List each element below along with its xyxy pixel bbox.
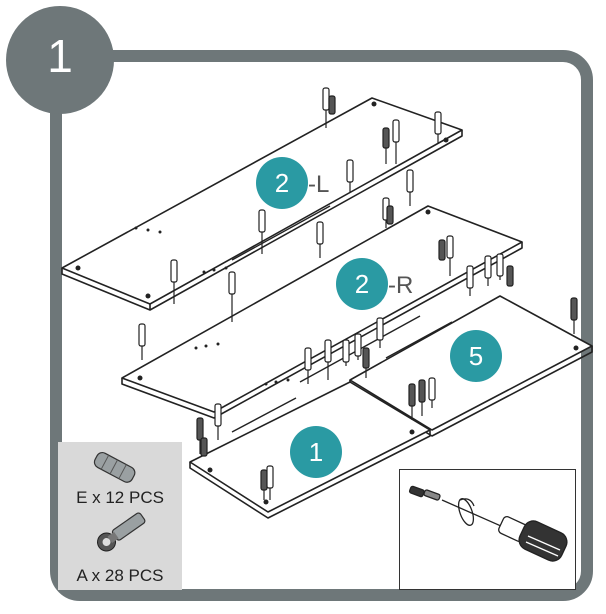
step-number: 1 (47, 30, 73, 82)
svg-text:1: 1 (309, 437, 323, 467)
step-frame (50, 50, 593, 601)
svg-text:2: 2 (355, 269, 369, 299)
screwdriver-icon (408, 485, 568, 562)
step-number-circle (6, 6, 114, 114)
badge-panel-1: 1 (290, 426, 342, 478)
svg-text:2: 2 (275, 168, 289, 198)
hardware-a-label: A x 28 PCS (76, 566, 164, 585)
badge-panel-2l: 2 -L (256, 157, 329, 209)
svg-text:-L: -L (308, 171, 329, 198)
svg-text:5: 5 (469, 341, 483, 371)
svg-text:-R: -R (388, 272, 413, 299)
hardware-e-label: E x 12 PCS (76, 488, 164, 507)
badge-panel-2r: 2 -R (336, 258, 413, 310)
screwdriver-inset (399, 469, 576, 590)
badge-panel-5: 5 (450, 330, 502, 382)
